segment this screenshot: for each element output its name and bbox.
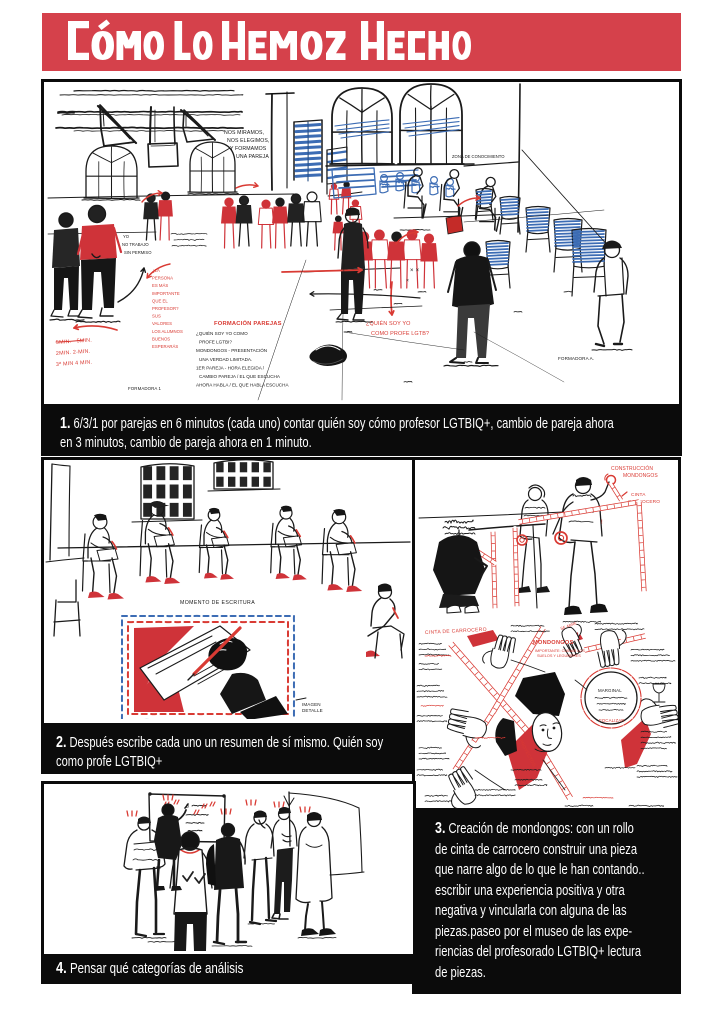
svg-text:CINTA DE CARROCERO: CINTA DE CARROCERO: [425, 627, 487, 636]
svg-text:UNA VERDAD LIMITADA.: UNA VERDAD LIMITADA.: [199, 357, 252, 362]
svg-text:MARGINAL: MARGINAL: [598, 688, 622, 693]
svg-text:FORMACIÓN PAREJAS: FORMACIÓN PAREJAS: [214, 319, 282, 327]
svg-text:SE ABRE: SE ABRE: [560, 620, 578, 631]
svg-text:CARROCERO: CARROCERO: [628, 499, 660, 505]
svg-text:MONDONGOS - PRESENTACIÓN: MONDONGOS - PRESENTACIÓN: [196, 347, 267, 353]
svg-text:COMO PROFE LGTB?: COMO PROFE LGTB?: [371, 331, 429, 337]
svg-text:Y FORMAMOS: Y FORMAMOS: [230, 146, 267, 152]
svg-text:FOCALIZAR: FOCALIZAR: [599, 718, 625, 723]
svg-text:DETALLE: DETALLE: [302, 708, 323, 713]
svg-text:UNA PAREJA: UNA PAREJA: [236, 154, 269, 160]
svg-text:BUENOS: BUENOS: [152, 336, 170, 341]
svg-text:ES MÁS: ES MÁS: [152, 283, 168, 288]
svg-text:IMPORTANTE: CUIDAR LOS: IMPORTANTE: CUIDAR LOS: [535, 649, 585, 653]
svg-text:× ×: × ×: [410, 268, 420, 274]
svg-text:YO: YO: [123, 234, 130, 239]
svg-text:QUE EL: QUE EL: [152, 298, 168, 303]
svg-text:FORMADORA A.: FORMADORA A.: [558, 356, 594, 361]
svg-text:PROFE LGTBI?: PROFE LGTBI?: [199, 340, 232, 345]
svg-text:NO TRABAJO: NO TRABAJO: [122, 242, 149, 247]
svg-text:VALORES: VALORES: [152, 321, 172, 326]
svg-text:!: !: [601, 520, 603, 526]
svg-text:LOS ALUMNOS: LOS ALUMNOS: [152, 329, 183, 334]
svg-text:MOMENTO DE ESCRITURA: MOMENTO DE ESCRITURA: [180, 600, 255, 606]
svg-text:!: !: [563, 512, 565, 518]
svg-text:MONDONGOS: MONDONGOS: [533, 640, 574, 646]
svg-text:IMPORTANTE: IMPORTANTE: [152, 291, 180, 296]
svg-text:2MIN. 2-MIN.: 2MIN. 2-MIN.: [56, 349, 91, 357]
svg-text:5MIN. - 5MIN.: 5MIN. - 5MIN.: [56, 337, 92, 346]
svg-text:CONSTRUCCIÓN: CONSTRUCCIÓN: [611, 465, 653, 472]
svg-text:0: 0: [186, 804, 189, 810]
svg-text:PROFESOR?: PROFESOR?: [152, 306, 179, 311]
svg-text:FORMADORA 1: FORMADORA 1: [128, 386, 162, 391]
svg-text:AHORA HABLA / EL QUE HABLA ES: AHORA HABLA / EL QUE HABLA ESCUCHA: [196, 383, 289, 388]
svg-text:NOS MIRAMOS,: NOS MIRAMOS,: [224, 130, 264, 136]
svg-text:×: ×: [406, 278, 409, 284]
svg-text:3ª MIN 4 MIN.: 3ª MIN 4 MIN.: [56, 359, 93, 368]
svg-text:CINTA: CINTA: [631, 492, 646, 498]
svg-text:MONDONGOS: MONDONGOS: [623, 473, 658, 479]
svg-text:SUELOS Y LEGUMBRES: SUELOS Y LEGUMBRES: [537, 654, 581, 658]
svg-text:NOS ELEGIMOS,: NOS ELEGIMOS,: [227, 138, 270, 144]
svg-text:PERSONA: PERSONA: [152, 276, 173, 281]
svg-text:IMAGEN: IMAGEN: [302, 702, 321, 707]
svg-text:ZONA DE CONOCIMIENTO: ZONA DE CONOCIMIENTO: [452, 154, 505, 159]
svg-text:CAMBIO PAREJA / EL QUE ESCUCHA: CAMBIO PAREJA / EL QUE ESCUCHA: [199, 374, 281, 379]
svg-text:SUS: SUS: [152, 314, 161, 319]
svg-text:ESPERARÁS: ESPERARÁS: [152, 344, 178, 349]
svg-text:¿LA: ¿LA: [152, 268, 160, 273]
svg-text:1ER PAREJA - HORA ELEGIDA /: 1ER PAREJA - HORA ELEGIDA /: [196, 365, 265, 370]
svg-text:¿QUIÉN SOY YO: ¿QUIÉN SOY YO: [366, 320, 411, 327]
svg-text:¿QUIÉN SOY YO COMO: ¿QUIÉN SOY YO COMO: [196, 330, 248, 336]
svg-text:SIN PERMISO: SIN PERMISO: [124, 250, 152, 255]
